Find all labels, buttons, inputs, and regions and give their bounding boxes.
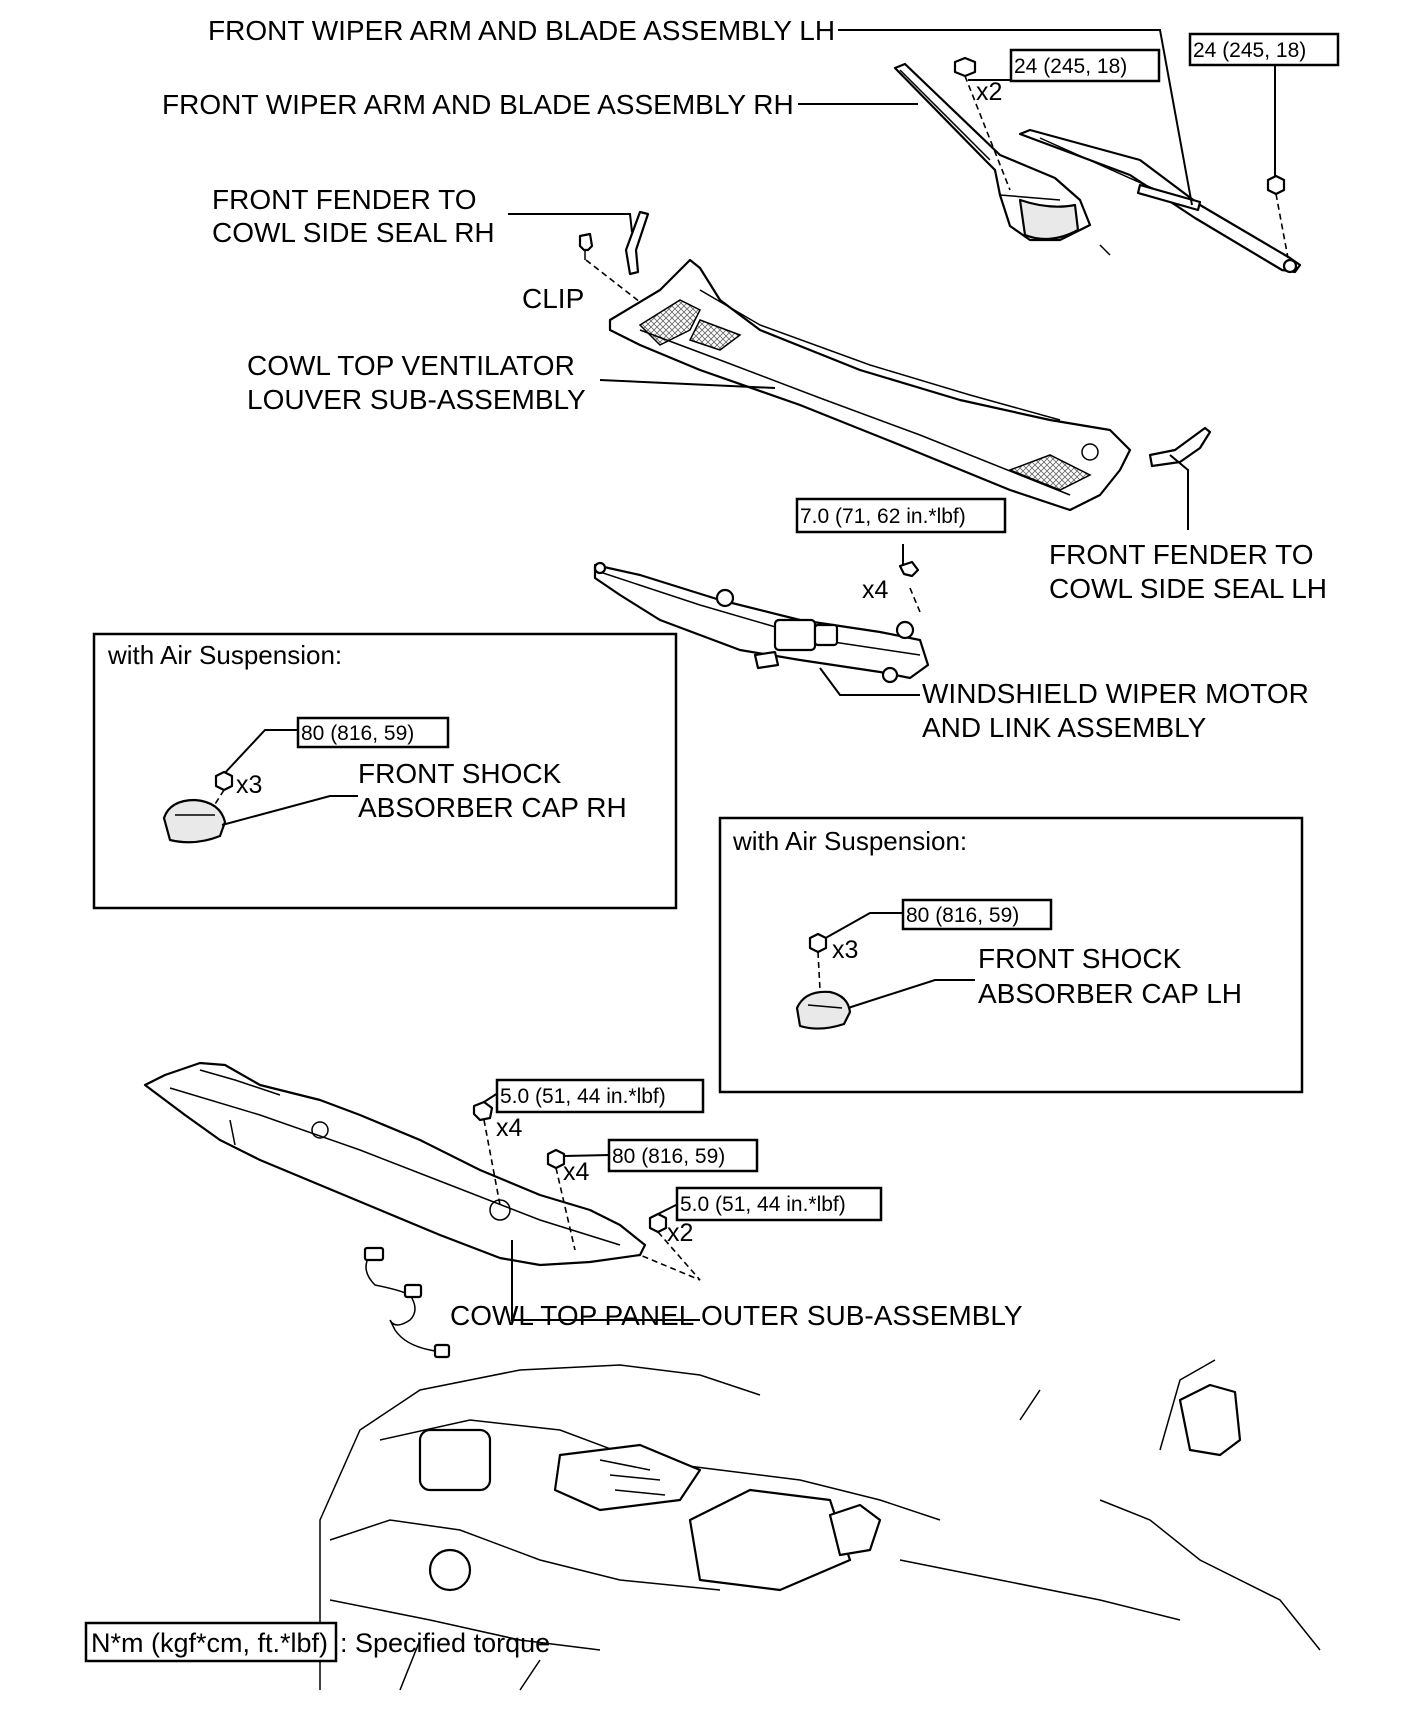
torque-panel-bolt-a: 5.0 (51, 44 in.*lbf) — [495, 1078, 705, 1114]
panel-bolt-a — [472, 1100, 501, 1206]
cowl-panel-outer — [143, 1061, 647, 1267]
legend-box-text: N*m (kgf*cm, ft.*lbf) — [91, 1628, 328, 1658]
label-cap-rh-2: ABSORBER CAP RH — [358, 792, 627, 823]
fender-seal-lh — [1148, 426, 1212, 468]
torque-wiper-nut-rh: 24 (245, 18) — [1009, 48, 1161, 83]
inset-rh-title: with Air Suspension: — [107, 640, 342, 670]
label-cap-lh-1: FRONT SHOCK — [978, 943, 1182, 974]
svg-text:24 (245, 18): 24 (245, 18) — [1014, 55, 1127, 78]
inset-lh-title: with Air Suspension: — [732, 826, 967, 856]
clip — [578, 232, 641, 303]
label-clip: CLIP — [522, 283, 584, 314]
svg-text:24 (245, 18): 24 (245, 18) — [1193, 39, 1306, 62]
svg-text:7.0 (71, 62 in.*lbf): 7.0 (71, 62 in.*lbf) — [800, 505, 966, 528]
label-seal-rh-1: FRONT FENDER TO — [212, 184, 476, 215]
wiper-arm-lh — [1018, 128, 1302, 274]
label-seal-lh-2: COWL SIDE SEAL LH — [1049, 573, 1327, 604]
qty-cap-lh-nut: x3 — [832, 936, 858, 964]
torque-legend: N*m (kgf*cm, ft.*lbf) : Specified torque — [84, 1621, 550, 1663]
leader-lines — [483, 29, 1276, 1321]
legend-description: : Specified torque — [340, 1628, 550, 1658]
fender-seal-rh — [624, 210, 650, 276]
torque-cap-rh-nut: 80 (816, 59) — [301, 722, 414, 745]
torque-wiper-nut-lh: 24 (245, 18) — [1188, 32, 1340, 67]
qty-panel-bolt-b: x2 — [667, 1219, 693, 1247]
qty-wiper-nut: x2 — [976, 78, 1002, 106]
wiper-nut-rh — [953, 56, 1011, 191]
wiper-motor-link — [593, 560, 930, 684]
wiper-arm-rh — [893, 62, 1111, 256]
wire-harness — [363, 1246, 451, 1359]
label-seal-lh-1: FRONT FENDER TO — [1049, 539, 1313, 570]
cowl-louver — [608, 258, 1132, 512]
label-motor-1: WINDSHIELD WIPER MOTOR — [922, 678, 1309, 709]
qty-cap-rh-nut: x3 — [236, 771, 262, 799]
label-cap-lh-2: ABSORBER CAP LH — [978, 978, 1242, 1009]
qty-panel-nut: x4 — [563, 1158, 590, 1186]
qty-motor-bolt: x4 — [862, 576, 889, 604]
label-seal-rh-2: COWL SIDE SEAL RH — [212, 217, 495, 248]
label-louver-2: LOUVER SUB-ASSEMBLY — [247, 384, 586, 415]
label-wiper-arm-rh: FRONT WIPER ARM AND BLADE ASSEMBLY RH — [162, 89, 794, 120]
torque-cap-lh-nut: 80 (816, 59) — [906, 904, 1019, 927]
panel-nut — [546, 1148, 576, 1251]
svg-text:5.0 (51, 44 in.*lbf): 5.0 (51, 44 in.*lbf) — [500, 1085, 666, 1108]
vehicle-engine-bay — [319, 1359, 1321, 1691]
torque-panel-nut: 80 (816, 59) — [607, 1138, 759, 1173]
torque-panel-bolt-b: 5.0 (51, 44 in.*lbf) — [675, 1186, 883, 1222]
label-outer-panel: COWL TOP PANEL OUTER SUB-ASSEMBLY — [450, 1300, 1023, 1331]
svg-text:5.0 (51, 44 in.*lbf): 5.0 (51, 44 in.*lbf) — [680, 1193, 846, 1216]
qty-panel-bolt-a: x4 — [496, 1114, 523, 1142]
label-wiper-arm-lh: FRONT WIPER ARM AND BLADE ASSEMBLY LH — [208, 15, 835, 46]
label-cap-rh-1: FRONT SHOCK — [358, 758, 562, 789]
inset-air-suspension-rh: with Air Suspension: 80 (816, 59) x3 FRO… — [92, 632, 678, 910]
svg-text:80 (816, 59): 80 (816, 59) — [612, 1145, 725, 1168]
torque-motor-bolt: 7.0 (71, 62 in.*lbf) — [795, 497, 1007, 534]
label-motor-2: AND LINK ASSEMBLY — [922, 712, 1207, 743]
label-louver-1: COWL TOP VENTILATOR — [247, 350, 575, 381]
inset-air-suspension-lh: with Air Suspension: 80 (816, 59) x3 FRO… — [718, 816, 1304, 1094]
